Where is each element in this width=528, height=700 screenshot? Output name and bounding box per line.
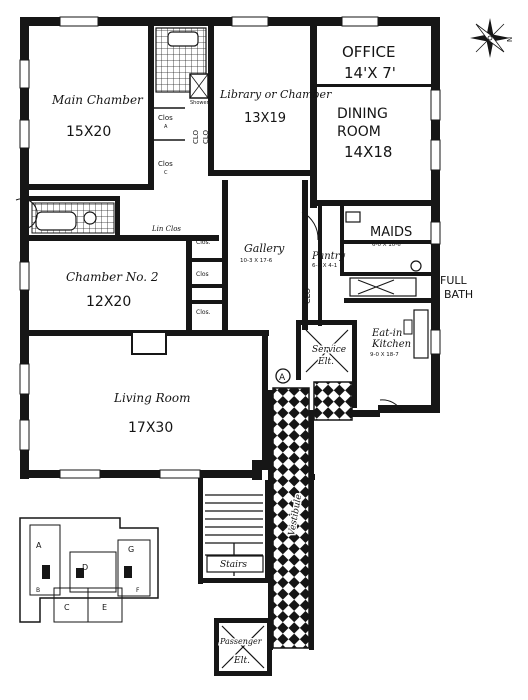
kitchen-line2: Kitchen: [371, 339, 411, 350]
passenger-elevator-line1: Passenger: [219, 637, 263, 646]
marker-a-letter: A: [279, 373, 286, 383]
kitchen-line1: Eat-in: [371, 328, 402, 339]
pantry-name: Pantry: [311, 251, 345, 262]
living-dims: 17X30: [128, 420, 173, 436]
dining-name-1: DINING: [337, 106, 388, 122]
key-letter-e: E: [102, 603, 107, 612]
library-dims: 13X19: [244, 111, 286, 126]
full-bath-line1: FULL: [440, 274, 468, 287]
full-bath-line2: BATH: [444, 288, 473, 301]
gallery-name: Gallery: [244, 242, 285, 255]
key-letter-f: F: [136, 587, 140, 594]
fixtures: [15, 27, 429, 669]
service-hall-floor: [313, 381, 353, 421]
room-labels: Main Chamber 15X20 Library or Chamber 13…: [51, 43, 473, 668]
kitchen-clos-label: Clos.: [390, 406, 405, 413]
windows: [19, 16, 441, 479]
marker-a: A: [275, 368, 291, 384]
key-letter-a: A: [36, 541, 42, 550]
kitchen-dims: 9-0 X 18-7: [370, 352, 399, 358]
key-letter-d: D: [82, 563, 88, 572]
key-letter-g: G: [128, 545, 134, 554]
main-chamber-dims: 15X20: [66, 124, 111, 140]
maids-name: MAIDS: [370, 225, 412, 240]
chamber2-dims: 12X20: [86, 294, 131, 310]
clos-a-letter: A: [164, 124, 168, 130]
key-letter-b: B: [36, 587, 40, 594]
shower-label: Shower: [190, 100, 210, 106]
clos-c-letter: C: [164, 170, 168, 176]
clo-label-1: CLO: [192, 129, 200, 144]
main-chamber-name: Main Chamber: [51, 93, 144, 107]
key-letter-c: C: [64, 603, 70, 612]
gallery-clos-2: Clos: [196, 271, 209, 278]
gallery-clos-3: Clos.: [196, 309, 211, 316]
maids-dims: 6-0 X 10-6: [372, 242, 401, 248]
landing-floor: [206, 555, 264, 573]
clos-a-label: Clos: [158, 114, 173, 122]
compass-north-label: N: [506, 37, 514, 42]
compass-rose: N: [470, 18, 514, 58]
service-elevator-line2: Elt.: [317, 357, 334, 367]
gallery-clos-1: Clos.: [196, 239, 211, 246]
office-name: OFFICE: [342, 43, 395, 61]
clos-c-label: Clos: [158, 160, 173, 168]
gallery-dims: 10-3 X 17-6: [240, 258, 273, 264]
key-plan: A B C D E F G: [19, 517, 159, 623]
pantry-dims: 6-8 X 4-1: [312, 263, 337, 269]
clo-label-2: CLO: [202, 129, 210, 144]
walls: [20, 17, 440, 676]
dining-name-2: ROOM: [337, 124, 381, 140]
lin-clos-label: Lin Clos: [151, 225, 181, 233]
chamber2-name: Chamber No. 2: [66, 270, 159, 284]
pantry-clo-label: CLO: [303, 288, 312, 304]
closet-labels: Clos A Clos C CLO CLO Shower Lin Clos Cl…: [151, 100, 405, 413]
office-dims: 14'X 7': [344, 64, 396, 82]
living-name: Living Room: [113, 391, 191, 405]
library-name: Library or Chamber: [219, 88, 332, 101]
passenger-elevator-line2: Elt.: [233, 656, 250, 666]
vestibule-floor: [272, 387, 310, 649]
service-elevator-line1: Service: [312, 345, 346, 355]
stairs-name: Stairs: [220, 560, 247, 570]
dining-dims: 14X18: [344, 143, 392, 161]
